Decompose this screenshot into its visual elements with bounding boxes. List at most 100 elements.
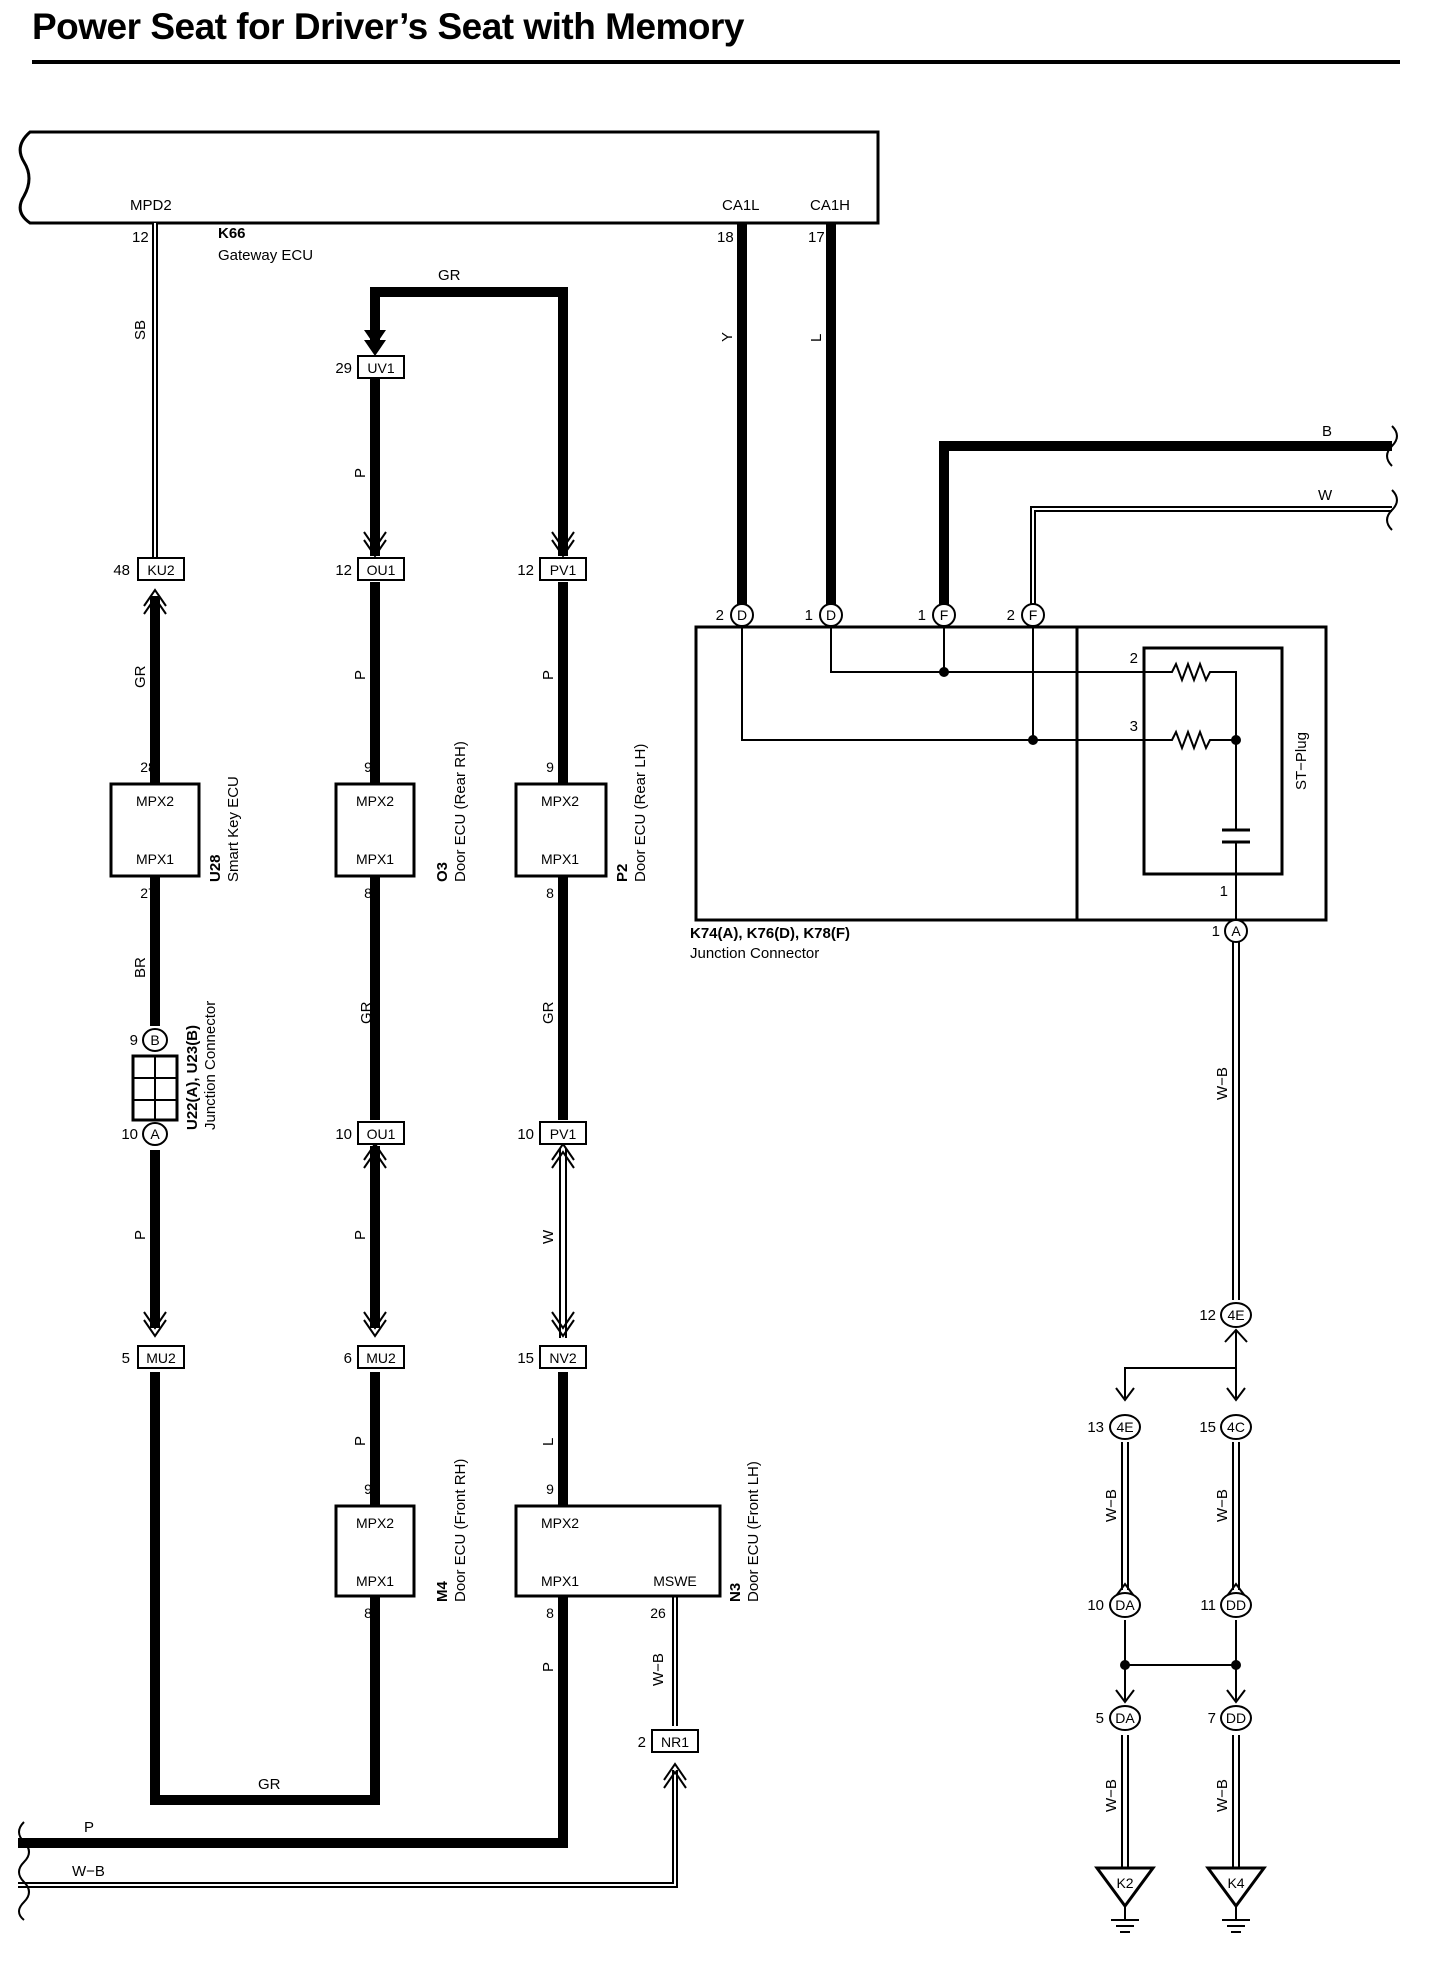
svg-text:K2: K2 [1116,1875,1133,1891]
svg-text:15: 15 [517,1350,534,1367]
gateway-name: Gateway ECU [218,247,313,264]
svg-text:MU2: MU2 [146,1350,176,1366]
wire-color-wb-4c: W−B [1214,1489,1231,1522]
svg-text:9: 9 [130,1032,138,1049]
svg-text:DD: DD [1226,1710,1246,1726]
svg-text:M4: M4 [434,1581,451,1602]
ground-connectors: 4E 12 4E 13 4C 15 DA 10 DD 11 DA 5 DD 7 … [1087,1302,1267,1933]
svg-text:Smart Key ECU: Smart Key ECU [225,776,242,882]
wire-color-labels: SB GR P GR P P BR GR GR P P W P L P W−B … [72,267,1333,1880]
svg-text:F: F [940,607,949,623]
svg-text:28: 28 [140,759,156,775]
wire-color-b: B [1322,423,1332,440]
svg-text:MPX1: MPX1 [541,851,579,867]
wire-color-p-bottom: P [84,1819,94,1836]
svg-text:9: 9 [364,759,372,775]
wire-color-p-col3b: P [540,1662,557,1672]
svg-text:NR1: NR1 [661,1734,689,1750]
svg-text:2: 2 [1007,607,1015,624]
svg-text:9: 9 [546,759,554,775]
wire-color-l: L [808,334,825,342]
svg-text:48: 48 [113,562,130,579]
svg-text:MPX1: MPX1 [356,851,394,867]
svg-text:8: 8 [546,1605,554,1621]
svg-text:3: 3 [1130,718,1138,735]
junction-u22-u23: B 9 A 10 U22(A), U23(B) Junction Connect… [121,1001,219,1146]
junction-k74-k76-k78: D 2 D 1 F 1 F 2 2 3 1 ST−Plug A 1 K74(A)… [690,603,1328,962]
svg-text:1: 1 [1212,923,1220,940]
pin-ca1h: CA1H [810,197,850,214]
wire-color-p-col3a: P [540,670,557,680]
ecu-p2: 9 MPX2 MPX1 8 P2 Door ECU (Rear LH) [514,744,649,901]
svg-text:KU2: KU2 [147,562,174,578]
svg-text:U28: U28 [207,854,224,882]
pin-12: 12 [132,229,149,246]
svg-text:U22(A), U23(B): U22(A), U23(B) [184,1025,201,1130]
pin-18: 18 [717,229,734,246]
svg-text:A: A [1231,923,1241,939]
connector-nr1: NR1 2 [638,1729,699,1753]
svg-text:4C: 4C [1227,1419,1245,1435]
svg-text:4E: 4E [1227,1307,1244,1323]
connector-arrows [143,330,1248,1789]
svg-text:7: 7 [1208,1710,1216,1727]
svg-text:K74(A), K76(D), K78(F): K74(A), K76(D), K78(F) [690,925,850,942]
svg-text:MPX1: MPX1 [541,1573,579,1589]
wire-color-wb-4e: W−B [1103,1489,1120,1522]
svg-text:P2: P2 [614,864,631,882]
page-title: Power Seat for Driver’s Seat with Memory [32,6,745,47]
ecu-u28: 28 MPX2 MPX1 27 U28 Smart Key ECU [109,759,242,901]
ground-k4-icon: K4 [1205,1866,1267,1933]
connector-uv1: UV1 29 [335,355,405,379]
svg-text:5: 5 [122,1350,130,1367]
svg-text:MPX1: MPX1 [136,851,174,867]
wire-color-wb-right: W−B [1214,1067,1231,1100]
ground-k2-icon: K2 [1094,1866,1156,1933]
connector-4e-top: 4E 12 [1199,1302,1252,1328]
svg-text:PV1: PV1 [550,1126,577,1142]
svg-text:15: 15 [1199,1419,1216,1436]
gateway-ecu: MPD2 CA1L CA1H 12 K66 Gateway ECU 18 17 [18,130,880,264]
inline-connectors: UV1 29 KU2 48 OU1 12 PV1 12 OU1 10 PV1 1… [113,355,699,1753]
svg-text:1: 1 [918,607,926,624]
connector-ku2: KU2 48 [113,557,185,581]
gateway-id: K66 [218,225,246,242]
svg-text:O3: O3 [434,862,451,882]
wire-color-p-col1: P [132,1230,149,1240]
wire-color-p-col2c: P [352,1230,369,1240]
svg-text:9: 9 [546,1481,554,1497]
svg-text:MPX2: MPX2 [541,793,579,809]
svg-text:OU1: OU1 [367,1126,396,1142]
connector-ou1-top: OU1 12 [335,557,405,581]
svg-text:8: 8 [546,885,554,901]
svg-text:N3: N3 [727,1583,744,1602]
svg-text:2: 2 [638,1734,646,1751]
svg-text:UV1: UV1 [367,360,394,376]
svg-text:9: 9 [364,1481,372,1497]
connector-pv1-top: PV1 12 [517,557,587,581]
svg-text:DD: DD [1226,1597,1246,1613]
svg-text:MPX2: MPX2 [136,793,174,809]
svg-text:27: 27 [140,885,156,901]
svg-text:MSWE: MSWE [653,1573,697,1589]
svg-text:8: 8 [364,885,372,901]
svg-text:2: 2 [1130,650,1138,667]
connector-pv1-bottom: PV1 10 [517,1121,587,1145]
svg-text:PV1: PV1 [550,562,577,578]
wire-color-wb-k4: W−B [1214,1779,1231,1812]
ecu-o3: 9 MPX2 MPX1 8 O3 Door ECU (Rear RH) [334,741,469,901]
svg-text:1: 1 [1220,883,1228,900]
wire-color-p-col2a: P [352,468,369,478]
connector-nv2: NV2 15 [517,1345,587,1369]
wire-color-w-col3: W [540,1229,557,1244]
connector-dd-upper: DD 11 [1200,1592,1252,1618]
svg-text:11: 11 [1200,1597,1216,1614]
svg-text:10: 10 [335,1126,352,1143]
svg-text:26: 26 [650,1605,666,1621]
title-rule [32,60,1400,64]
svg-text:2: 2 [716,607,724,624]
ecu-n3: 9 MPX2 MPX1 MSWE 8 26 N3 Door ECU (Front… [514,1461,762,1621]
svg-text:A: A [150,1126,160,1142]
svg-text:6: 6 [344,1350,352,1367]
wire-color-gr-col2: GR [358,1001,375,1024]
